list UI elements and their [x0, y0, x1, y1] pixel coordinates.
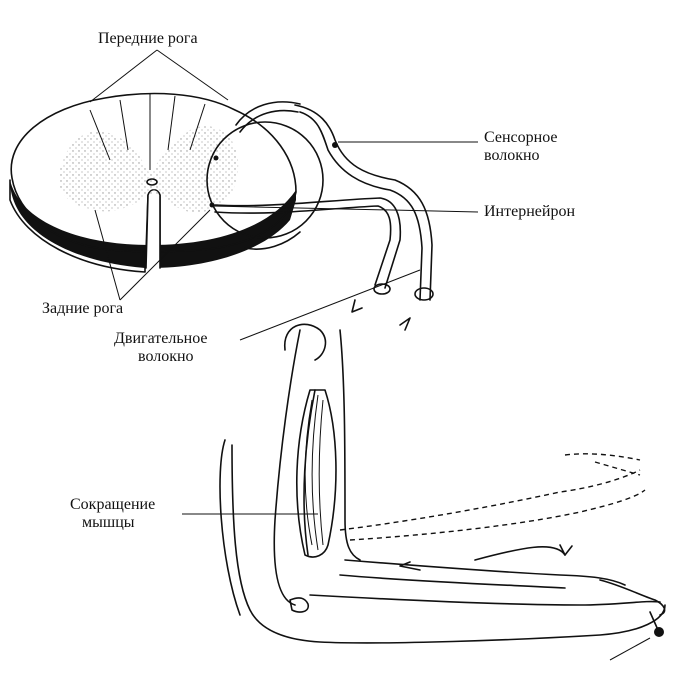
arm: [219, 323, 666, 644]
spinal-cord-section: [9, 92, 324, 273]
label-posterior-horns: Задние рога: [42, 300, 124, 317]
label-motor-fiber-line1: Двигательное: [114, 330, 208, 347]
nerve-fibers: [209, 104, 434, 331]
label-muscle-contraction-line1: Сокращение: [70, 496, 156, 513]
label-sensory-fiber-line2: волокно: [484, 147, 540, 164]
label-motor-fiber-line2: волокно: [138, 348, 194, 365]
leader-lines: [89, 49, 651, 661]
label-anterior-horns: Передние рога: [98, 30, 198, 47]
label-interneuron: Интернейрон: [484, 203, 575, 220]
label-muscle-contraction-line2: мышцы: [82, 514, 135, 531]
label-sensory-fiber-line1: Сенсорное: [484, 129, 558, 146]
